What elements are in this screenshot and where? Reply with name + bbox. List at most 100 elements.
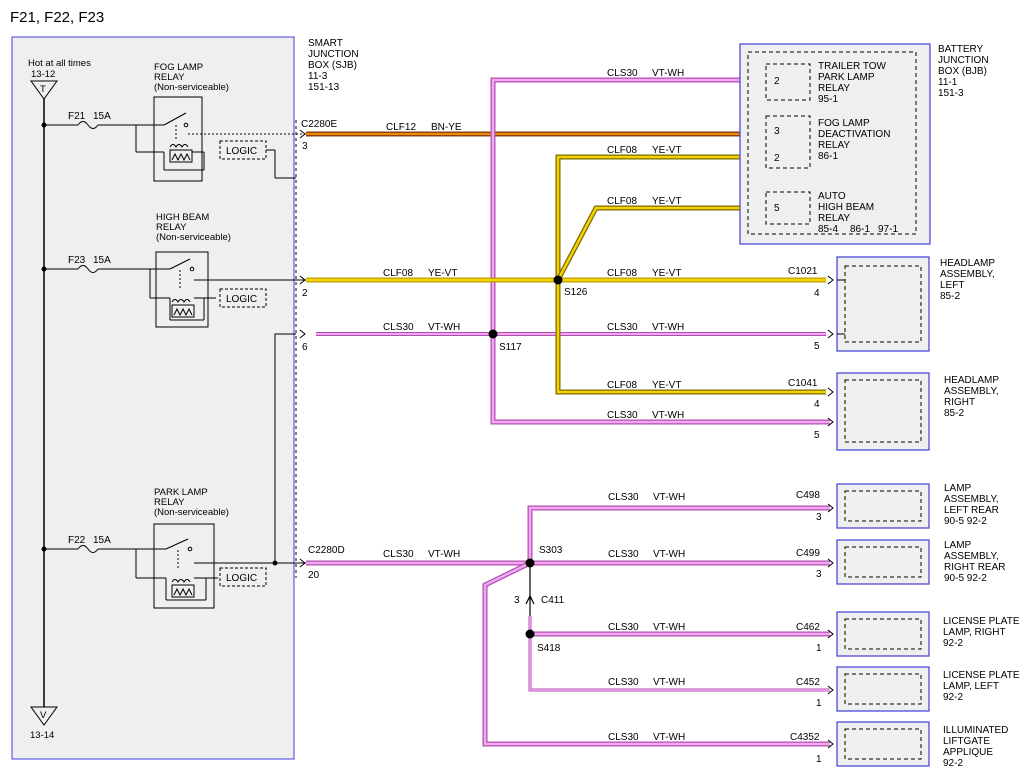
svg-text:3: 3 <box>774 126 780 137</box>
wire-cls30-rear <box>306 505 830 747</box>
svg-text:20: 20 <box>308 570 320 581</box>
connector-c411: C411 <box>541 595 565 606</box>
lamp-assembly-right-rear: LAMP ASSEMBLY, RIGHT REAR 90-5 92-2 <box>836 539 1006 585</box>
svg-text:HIGH BEAM: HIGH BEAM <box>156 212 209 223</box>
svg-text:92-2: 92-2 <box>943 692 963 703</box>
svg-text:LAMP: LAMP <box>944 540 972 551</box>
trailer-tow-relay: 2 TRAILER TOW PARK LAMP RELAY 95-1 <box>765 61 887 105</box>
svg-text:(Non-serviceable): (Non-serviceable) <box>156 232 231 243</box>
svg-text:ASSEMBLY,: ASSEMBLY, <box>944 551 999 562</box>
svg-text:LOGIC: LOGIC <box>226 294 257 305</box>
svg-text:LIFTGATE: LIFTGATE <box>943 736 990 747</box>
ground-icon <box>30 706 58 726</box>
svg-text:LICENSE PLATE: LICENSE PLATE <box>943 616 1020 627</box>
svg-text:2: 2 <box>774 153 780 164</box>
svg-text:F22: F22 <box>68 535 86 546</box>
connector-c2280d: C2280D <box>308 545 345 556</box>
wire-cls30-trailer <box>490 77 830 425</box>
wire-color: BN-YE <box>431 122 462 133</box>
svg-text:SMART: SMART <box>308 38 343 49</box>
svg-text:(Non-serviceable): (Non-serviceable) <box>154 82 229 93</box>
svg-text:97-1: 97-1 <box>878 224 898 235</box>
license-plate-lamp-left: LICENSE PLATE LAMP, LEFT 92-2 <box>836 666 1020 712</box>
svg-text:5: 5 <box>774 203 780 214</box>
wire-label: CLF08 <box>607 145 637 156</box>
connector-c2280e: C2280E <box>301 119 337 130</box>
sjb-label: SMART JUNCTION BOX (SJB) 11-3 151-13 <box>308 38 359 93</box>
splice-s117 <box>488 329 498 339</box>
svg-text:APPLIQUE: APPLIQUE <box>943 747 993 758</box>
svg-text:90-5 92-2: 90-5 92-2 <box>944 516 987 527</box>
svg-text:85-2: 85-2 <box>940 291 960 302</box>
page-title: F21, F22, F23 <box>10 9 104 26</box>
svg-text:6: 6 <box>302 342 308 353</box>
svg-text:15A: 15A <box>93 255 111 266</box>
svg-text:92-2: 92-2 <box>943 758 963 769</box>
svg-text:(Non-serviceable): (Non-serviceable) <box>154 507 229 518</box>
connector-c498: C498 <box>796 490 820 501</box>
connector-c1021: C1021 <box>788 266 818 277</box>
sjb-arrows <box>299 129 306 568</box>
wire-color: YE-VT <box>652 268 681 279</box>
svg-text:LOGIC: LOGIC <box>226 146 257 157</box>
svg-text:3: 3 <box>816 512 822 523</box>
park-lamp-relay: PARK LAMP RELAY (Non-serviceable) LOGIC <box>135 487 267 609</box>
wire-color: VT-WH <box>428 322 460 333</box>
wire-color: VT-WH <box>652 68 684 79</box>
svg-text:LAMP, RIGHT: LAMP, RIGHT <box>943 627 1006 638</box>
svg-text:V: V <box>40 710 47 721</box>
svg-text:DEACTIVATION: DEACTIVATION <box>818 129 890 140</box>
svg-text:RELAY: RELAY <box>154 497 185 508</box>
wire-label: CLS30 <box>607 68 638 79</box>
hot-ref: 13-12 <box>31 69 55 80</box>
svg-text:85-2: 85-2 <box>944 408 964 419</box>
svg-text:S418: S418 <box>537 643 561 654</box>
wire-color: YE-VT <box>428 268 457 279</box>
svg-text:BOX (BJB): BOX (BJB) <box>938 66 987 77</box>
wire-label: CLS30 <box>383 322 414 333</box>
svg-text:3: 3 <box>816 569 822 580</box>
fuse-f23: F23 15A <box>44 255 150 273</box>
fog-lamp-relay: FOG LAMP RELAY (Non-serviceable) LOGIC <box>135 62 267 182</box>
svg-text:85-4: 85-4 <box>818 224 838 235</box>
svg-text:1: 1 <box>816 643 822 654</box>
wire-color: VT-WH <box>428 549 460 560</box>
svg-text:S303: S303 <box>539 545 563 556</box>
svg-text:86-1: 86-1 <box>818 151 838 162</box>
lamp-assembly-left-rear: LAMP ASSEMBLY, LEFT REAR 90-5 92-2 <box>836 483 999 529</box>
svg-text:BOX (SJB): BOX (SJB) <box>308 60 357 71</box>
wire-label: CLF12 <box>386 122 416 133</box>
component-arrows <box>827 275 834 749</box>
svg-text:3: 3 <box>302 141 308 152</box>
svg-text:90-5 92-2: 90-5 92-2 <box>944 573 987 584</box>
svg-text:95-1: 95-1 <box>818 94 838 105</box>
wire-label: CLS30 <box>608 622 639 633</box>
svg-text:JUNCTION: JUNCTION <box>938 55 989 66</box>
svg-text:HIGH BEAM: HIGH BEAM <box>818 202 874 213</box>
connector-c452: C452 <box>796 677 820 688</box>
svg-text:T: T <box>40 84 46 95</box>
svg-text:TRAILER TOW: TRAILER TOW <box>818 61 887 72</box>
connector-c499: C499 <box>796 548 820 559</box>
auto-high-beam-relay: 5 AUTO HIGH BEAM RELAY 85-4 86-1 97-1 <box>765 191 898 235</box>
svg-text:1: 1 <box>816 754 822 765</box>
svg-text:PARK LAMP: PARK LAMP <box>154 487 208 498</box>
svg-text:F21: F21 <box>68 111 86 122</box>
svg-text:1: 1 <box>816 698 822 709</box>
wire-label: CLF08 <box>607 268 637 279</box>
svg-text:AUTO: AUTO <box>818 191 846 202</box>
splice-s126 <box>553 275 563 285</box>
svg-text:F23: F23 <box>68 255 86 266</box>
wire-color: VT-WH <box>652 322 684 333</box>
wire-clf08 <box>306 154 826 395</box>
svg-text:151-13: 151-13 <box>308 82 340 93</box>
svg-text:15A: 15A <box>93 535 111 546</box>
svg-text:S117: S117 <box>499 342 522 353</box>
svg-text:LAMP, LEFT: LAMP, LEFT <box>943 681 999 692</box>
svg-text:RELAY: RELAY <box>818 213 850 224</box>
wire-color: YE-VT <box>652 145 681 156</box>
svg-text:RELAY: RELAY <box>156 222 187 233</box>
svg-text:11-1: 11-1 <box>938 77 958 88</box>
hot-label: Hot at all times <box>28 58 91 69</box>
